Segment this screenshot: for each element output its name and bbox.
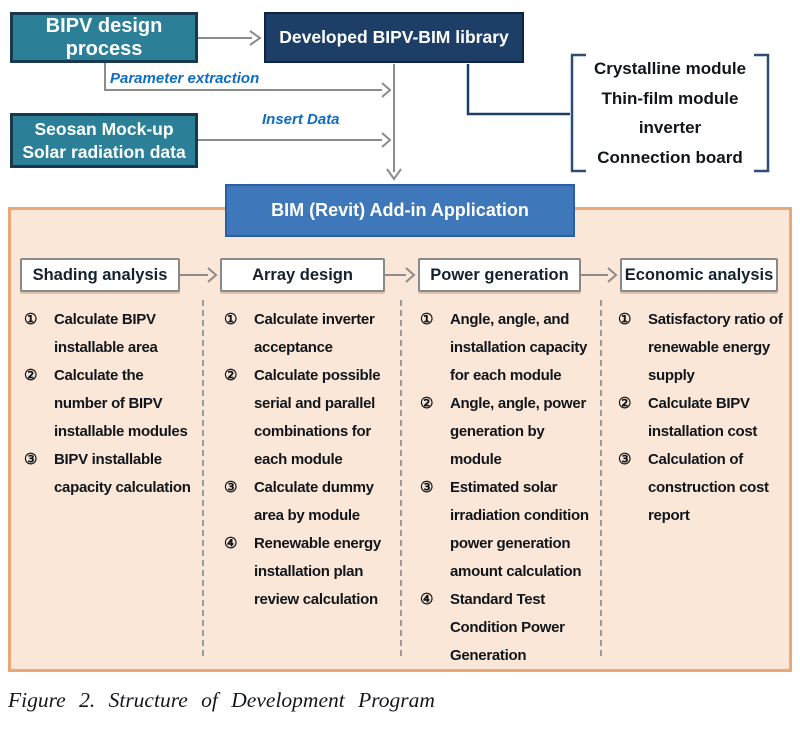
step-text: Calculation of construction cost report: [648, 451, 769, 524]
step-text: Renewable energy installation plan revie…: [254, 535, 381, 608]
step-number: ④: [224, 535, 238, 552]
bim-addin-application-box: BIM (Revit) Add-in Application: [225, 184, 575, 237]
step-number: ②: [420, 395, 434, 412]
arrow-library-to-bim: [386, 64, 402, 181]
developed-bipv-bim-library-box: Developed BIPV-BIM library: [264, 12, 524, 63]
figure-caption: Figure 2. Structure of Development Progr…: [8, 688, 435, 712]
step-item: ② Calculate BIPV installation cost: [618, 390, 790, 446]
economic-analysis-steps: ① Satisfactory ratio of renewable energy…: [618, 306, 790, 530]
step-number: ①: [224, 311, 238, 328]
shading-analysis-steps: ① Calculate BIPV installable area ② Calc…: [24, 306, 196, 502]
step-text: Calculate inverter acceptance: [254, 311, 375, 356]
library-component-item: Crystalline module: [593, 59, 747, 78]
library-component-item: Thin-film module: [601, 88, 739, 108]
step-item: ① Angle, angle, and installation capacit…: [420, 306, 596, 390]
library-component-item: inverter: [638, 118, 702, 137]
step-number: ③: [420, 479, 434, 496]
step-number: ③: [24, 451, 38, 468]
step-text: Satisfactory ratio of renewable energy s…: [648, 311, 783, 384]
step-text: Calculate BIPV installation cost: [648, 395, 758, 440]
step-item: ④ Standard Test Condition Power Generati…: [420, 586, 596, 670]
step-text: Angle, angle, power generation by module: [450, 395, 586, 468]
bipv-design-process-box: BIPV design process: [10, 12, 198, 63]
step-text: BIPV installable capacity calculation: [54, 451, 191, 496]
step-item: ② Angle, angle, power generation by modu…: [420, 390, 596, 474]
column-divider: [400, 300, 402, 656]
seosan-mockup-box: Seosan Mock-up Solar radiation data: [10, 113, 198, 168]
step-number: ③: [224, 479, 238, 496]
array-design-steps: ① Calculate inverter acceptance ② Calcul…: [224, 306, 396, 614]
step-item: ④ Renewable energy installation plan rev…: [224, 530, 396, 614]
step-item: ① Calculate inverter acceptance: [224, 306, 396, 362]
stage-array-design: Array design: [220, 258, 385, 292]
seosan-line1: Seosan Mock-up: [34, 118, 174, 139]
step-text: Standard Test Condition Power Generation: [450, 591, 565, 664]
step-number: ①: [24, 311, 38, 328]
connector-library-to-components: [466, 64, 570, 116]
step-number: ①: [420, 311, 434, 328]
step-text: Calculate dummy area by module: [254, 479, 374, 524]
step-text: Calculate the number of BIPV installable…: [54, 367, 188, 440]
step-number: ②: [24, 367, 38, 384]
step-number: ①: [618, 311, 632, 328]
step-item: ① Satisfactory ratio of renewable energy…: [618, 306, 790, 390]
seosan-line2: Solar radiation data: [22, 141, 186, 162]
step-text: Estimated solar irradiation condition po…: [450, 479, 589, 580]
step-item: ③ Calculation of construction cost repor…: [618, 446, 790, 530]
power-generation-steps: ① Angle, angle, and installation capacit…: [420, 306, 596, 670]
insert-data-label: Insert Data: [262, 111, 340, 128]
step-number: ②: [618, 395, 632, 412]
library-components-list: Crystalline module Thin-film module inve…: [576, 54, 764, 172]
step-item: ③ Estimated solar irradiation condition …: [420, 474, 596, 586]
step-text: Calculate possible serial and parallel c…: [254, 367, 381, 468]
step-number: ③: [618, 451, 632, 468]
stage-power-generation: Power generation: [418, 258, 581, 292]
arrow-design-to-library: [198, 30, 262, 46]
arrow-insert-data: [198, 132, 392, 148]
step-text: Angle, angle, and installation capacity …: [450, 311, 588, 384]
step-number: ④: [420, 591, 434, 608]
library-component-item: Connection board: [597, 147, 743, 167]
parameter-extraction-label: Parameter extraction: [110, 70, 260, 87]
step-item: ② Calculate the number of BIPV installab…: [24, 362, 196, 446]
stage-economic-analysis: Economic analysis: [620, 258, 778, 292]
column-divider: [600, 300, 602, 656]
step-text: Calculate BIPV installable area: [54, 311, 158, 356]
step-item: ① Calculate BIPV installable area: [24, 306, 196, 362]
step-item: ② Calculate possible serial and parallel…: [224, 362, 396, 474]
step-item: ③ Calculate dummy area by module: [224, 474, 396, 530]
step-item: ③ BIPV installable capacity calculation: [24, 446, 196, 502]
stage-shading-analysis: Shading analysis: [20, 258, 180, 292]
step-number: ②: [224, 367, 238, 384]
column-divider: [202, 300, 204, 656]
